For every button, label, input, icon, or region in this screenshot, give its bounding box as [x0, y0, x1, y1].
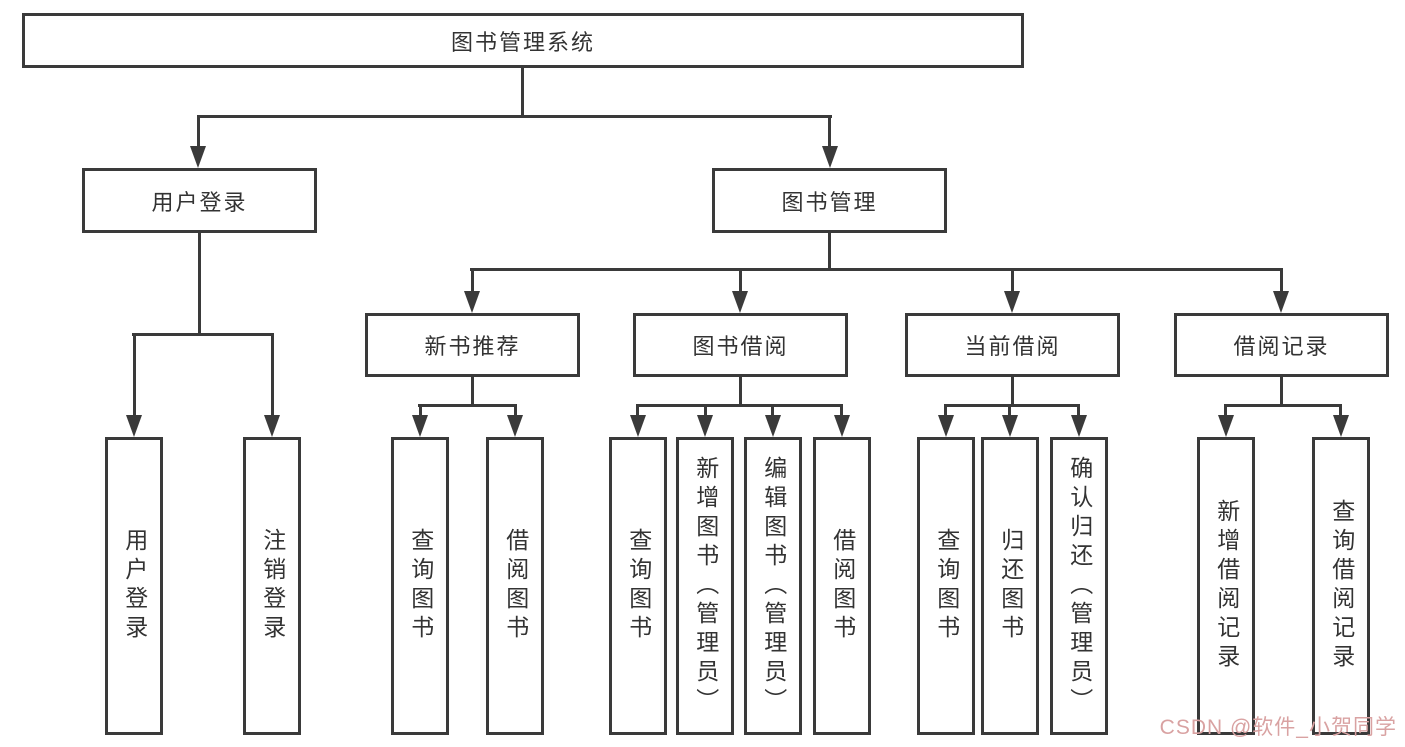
- connector-line: [419, 404, 422, 417]
- connector-line: [418, 404, 517, 407]
- connector-line: [739, 377, 742, 406]
- arrow-down-icon: [264, 415, 280, 437]
- connector-line: [197, 115, 200, 150]
- node-book-borrow-label: 图书借阅: [692, 334, 789, 359]
- connector-line: [636, 404, 639, 417]
- connector-line: [521, 68, 524, 118]
- connector-line: [944, 404, 947, 417]
- leaf-confirm-return-admin-label: 确认归还（管理员）: [1066, 455, 1093, 717]
- arrow-down-icon: [834, 415, 850, 437]
- leaf-user-login: 用户登录: [105, 437, 163, 735]
- leaf-logout-label: 注销登录: [259, 528, 286, 644]
- leaf-current-query-books-label: 查询图书: [933, 528, 960, 644]
- node-book-management-label: 图书管理: [781, 189, 878, 215]
- connector-line: [1011, 377, 1014, 406]
- leaf-user-login-label: 用户登录: [121, 528, 148, 644]
- node-root: 图书管理系统: [22, 13, 1024, 68]
- arrow-down-icon: [822, 146, 838, 168]
- leaf-edit-books-admin: 编辑图书（管理员）: [744, 437, 802, 735]
- connector-line: [1008, 404, 1011, 417]
- connector-line: [1011, 268, 1014, 293]
- arrow-down-icon: [1218, 415, 1234, 437]
- connector-line: [1339, 404, 1342, 417]
- connector-line: [132, 333, 274, 336]
- arrow-down-icon: [126, 415, 142, 437]
- leaf-borrow-books: 借阅图书: [813, 437, 871, 735]
- connector-line: [840, 404, 843, 417]
- leaf-edit-books-admin-label: 编辑图书（管理员）: [760, 455, 787, 717]
- arrow-down-icon: [1071, 415, 1087, 437]
- connector-line: [828, 233, 831, 271]
- leaf-current-query-books: 查询图书: [917, 437, 975, 735]
- leaf-confirm-return-admin: 确认归还（管理员）: [1050, 437, 1108, 735]
- arrow-down-icon: [765, 415, 781, 437]
- node-new-book-recommend: 新书推荐: [365, 313, 580, 377]
- node-book-borrow: 图书借阅: [633, 313, 848, 377]
- arrow-down-icon: [1273, 291, 1289, 313]
- connector-line: [1224, 404, 1342, 407]
- csdn-watermark: CSDN @软件_小贺同学: [1159, 716, 1397, 739]
- leaf-newbook-query-books: 查询图书: [391, 437, 449, 735]
- node-user-login-label: 用户登录: [151, 189, 248, 215]
- arrow-down-icon: [732, 291, 748, 313]
- connector-line: [704, 404, 707, 417]
- node-borrow-records: 借阅记录: [1174, 313, 1389, 377]
- arrow-down-icon: [630, 415, 646, 437]
- node-new-book-recommend-label: 新书推荐: [424, 334, 521, 359]
- leaf-add-borrow-record: 新增借阅记录: [1197, 437, 1255, 735]
- leaf-return-books-label: 归还图书: [997, 528, 1024, 644]
- leaf-borrow-books-label: 借阅图书: [829, 528, 856, 644]
- connector-line: [471, 377, 474, 406]
- arrow-down-icon: [190, 146, 206, 168]
- arrow-down-icon: [412, 415, 428, 437]
- node-book-management: 图书管理: [712, 168, 947, 233]
- connector-line: [1224, 404, 1227, 417]
- connector-line: [133, 333, 136, 417]
- connector-line: [828, 115, 831, 150]
- leaf-add-borrow-record-label: 新增借阅记录: [1213, 499, 1240, 673]
- connector-line: [471, 268, 474, 293]
- leaf-query-borrow-record-label: 查询借阅记录: [1328, 499, 1355, 673]
- connector-line: [636, 404, 843, 407]
- arrow-down-icon: [1333, 415, 1349, 437]
- arrow-down-icon: [697, 415, 713, 437]
- leaf-add-books-admin-label: 新增图书（管理员）: [692, 455, 719, 717]
- leaf-newbook-query-books-label: 查询图书: [407, 528, 434, 644]
- connector-line: [514, 404, 517, 417]
- connector-line: [1280, 377, 1283, 406]
- node-current-borrow: 当前借阅: [905, 313, 1120, 377]
- leaf-query-borrow-record: 查询借阅记录: [1312, 437, 1370, 735]
- leaf-logout: 注销登录: [243, 437, 301, 735]
- connector-line: [771, 404, 774, 417]
- connector-line: [1077, 404, 1080, 417]
- arrow-down-icon: [464, 291, 480, 313]
- node-borrow-records-label: 借阅记录: [1233, 334, 1330, 359]
- arrow-down-icon: [1002, 415, 1018, 437]
- connector-line: [944, 404, 1080, 407]
- connector-line: [271, 333, 274, 417]
- arrow-down-icon: [938, 415, 954, 437]
- node-root-label: 图书管理系统: [450, 29, 595, 55]
- node-user-login: 用户登录: [82, 168, 317, 233]
- arrow-down-icon: [507, 415, 523, 437]
- connector-line: [739, 268, 742, 293]
- connector-line: [470, 268, 1283, 271]
- leaf-borrow-query-books: 查询图书: [609, 437, 667, 735]
- node-current-borrow-label: 当前借阅: [964, 334, 1061, 359]
- connector-line: [197, 115, 832, 118]
- leaf-newbook-borrow-books-label: 借阅图书: [502, 528, 529, 644]
- leaf-borrow-query-books-label: 查询图书: [625, 528, 652, 644]
- leaf-return-books: 归还图书: [981, 437, 1039, 735]
- connector-line: [1280, 268, 1283, 293]
- connector-line: [198, 233, 201, 333]
- leaf-newbook-borrow-books: 借阅图书: [486, 437, 544, 735]
- arrow-down-icon: [1004, 291, 1020, 313]
- leaf-add-books-admin: 新增图书（管理员）: [676, 437, 734, 735]
